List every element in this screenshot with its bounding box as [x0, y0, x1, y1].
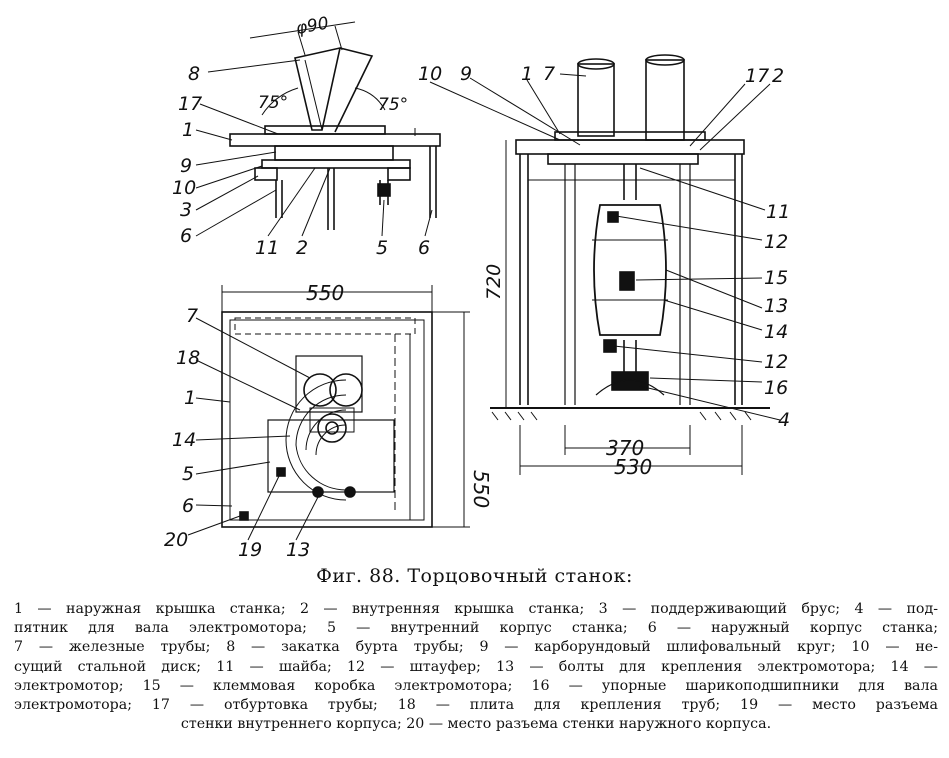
figure-caption: Фиг. 88. Торцовочный станок: [316, 565, 633, 587]
callout-1-plan: 1 [184, 387, 196, 409]
callout-6-plan: 6 [182, 495, 194, 517]
width-550-label: 550 [306, 281, 344, 305]
callout-17: 17 [178, 93, 202, 115]
callout-6: 6 [180, 225, 192, 247]
callout-2: 2 [296, 237, 308, 259]
callout-5-plan: 5 [182, 463, 194, 485]
callout-18: 18 [176, 347, 200, 369]
legend-line: электромотора; 17 — отбуртовка трубы; 18… [14, 697, 938, 714]
legend-line: сущий стальной диск; 11 — шайба; 12 — шт… [14, 658, 938, 675]
callout-19: 19 [238, 539, 262, 561]
callout-10: 10 [172, 177, 196, 199]
callout-9: 9 [180, 155, 192, 177]
callout-1: 1 [182, 119, 194, 141]
legend-line: 7 — железные трубы; 8 — закатка бурта тр… [14, 639, 938, 656]
callout-1-side: 1 [521, 63, 533, 85]
angle-right-label: 75° [378, 95, 408, 115]
diameter-label: φ90 [294, 14, 330, 39]
callout-2-side: 2 [772, 65, 784, 87]
callout-16: 16 [764, 377, 788, 399]
callout-6b: 6 [418, 237, 430, 259]
callout-12-side: 12 [764, 231, 788, 253]
callout-11: 11 [255, 237, 279, 259]
legend-line: 1 — наружная крышка станка; 2 — внутренн… [14, 601, 938, 617]
callout-13-side: 13 [764, 295, 788, 317]
callout-20: 20 [164, 529, 188, 551]
height-550-label: 550 [469, 470, 493, 508]
legend-line: электромотор; 15 — клеммовая коробка эле… [14, 677, 938, 694]
width-370-label: 370 [606, 436, 644, 460]
callout-7-plan: 7 [186, 305, 198, 327]
callout-7-side: 7 [543, 63, 555, 85]
callout-3: 3 [180, 199, 192, 221]
legend-line: стенки внутреннего корпуса; 20 — место р… [180, 716, 772, 733]
technical-drawing: φ90 75° 75° 8 17 1 9 10 3 6 11 2 5 6 550… [164, 14, 790, 561]
top-view [195, 21, 441, 237]
callout-8: 8 [188, 63, 200, 85]
callout-17-side: 17 [745, 65, 769, 87]
callout-5: 5 [376, 237, 388, 259]
callout-9-side: 9 [460, 63, 472, 85]
plan-view [187, 285, 470, 541]
legend-line: пятник для вала электромотора; 5 — внутр… [14, 620, 938, 637]
callout-12b-side: 12 [764, 351, 788, 373]
callout-14-side: 14 [764, 321, 788, 343]
callout-13-plan: 13 [286, 539, 310, 561]
angle-left-label: 75° [258, 93, 288, 113]
side-view [429, 54, 781, 475]
callout-10-side: 10 [418, 63, 442, 85]
figure-legend: 1 — наружная крышка станка; 2 — внутренн… [14, 600, 938, 734]
callout-15: 15 [764, 267, 788, 289]
callout-14-plan: 14 [172, 429, 196, 451]
callout-4: 4 [778, 409, 790, 431]
width-530-label: 530 [614, 455, 652, 479]
height-720-label: 720 [483, 264, 505, 300]
callout-11-side: 11 [766, 201, 790, 223]
